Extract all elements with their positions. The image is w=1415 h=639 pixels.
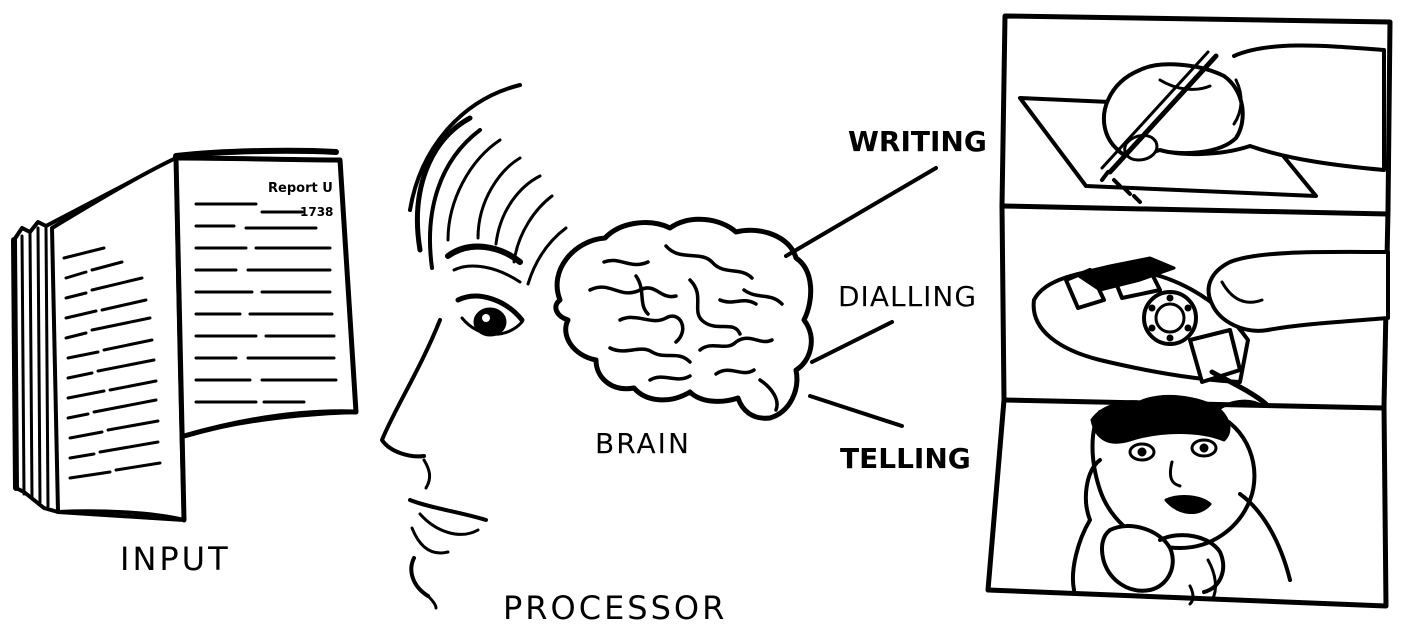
open-book-icon: [11, 147, 359, 523]
person-on-telephone-icon: [1071, 394, 1292, 606]
brain-icon: [553, 216, 814, 421]
label-processor: PROCESSOR: [503, 589, 728, 627]
label-brain: BRAIN: [595, 427, 691, 460]
label-writing: WRITING: [848, 125, 987, 158]
book-header-number: 1738: [300, 205, 333, 219]
connector-lines: [784, 166, 938, 428]
hand-writing-icon: [1018, 43, 1386, 204]
book-header-text: Report U: [268, 181, 333, 196]
hand-dialling-phone-icon: [1031, 249, 1390, 407]
label-telling: TELLING: [840, 442, 971, 475]
label-input: INPUT: [120, 540, 231, 578]
label-dialling: DIALLING: [838, 280, 978, 313]
face-profile-icon: [380, 83, 568, 610]
